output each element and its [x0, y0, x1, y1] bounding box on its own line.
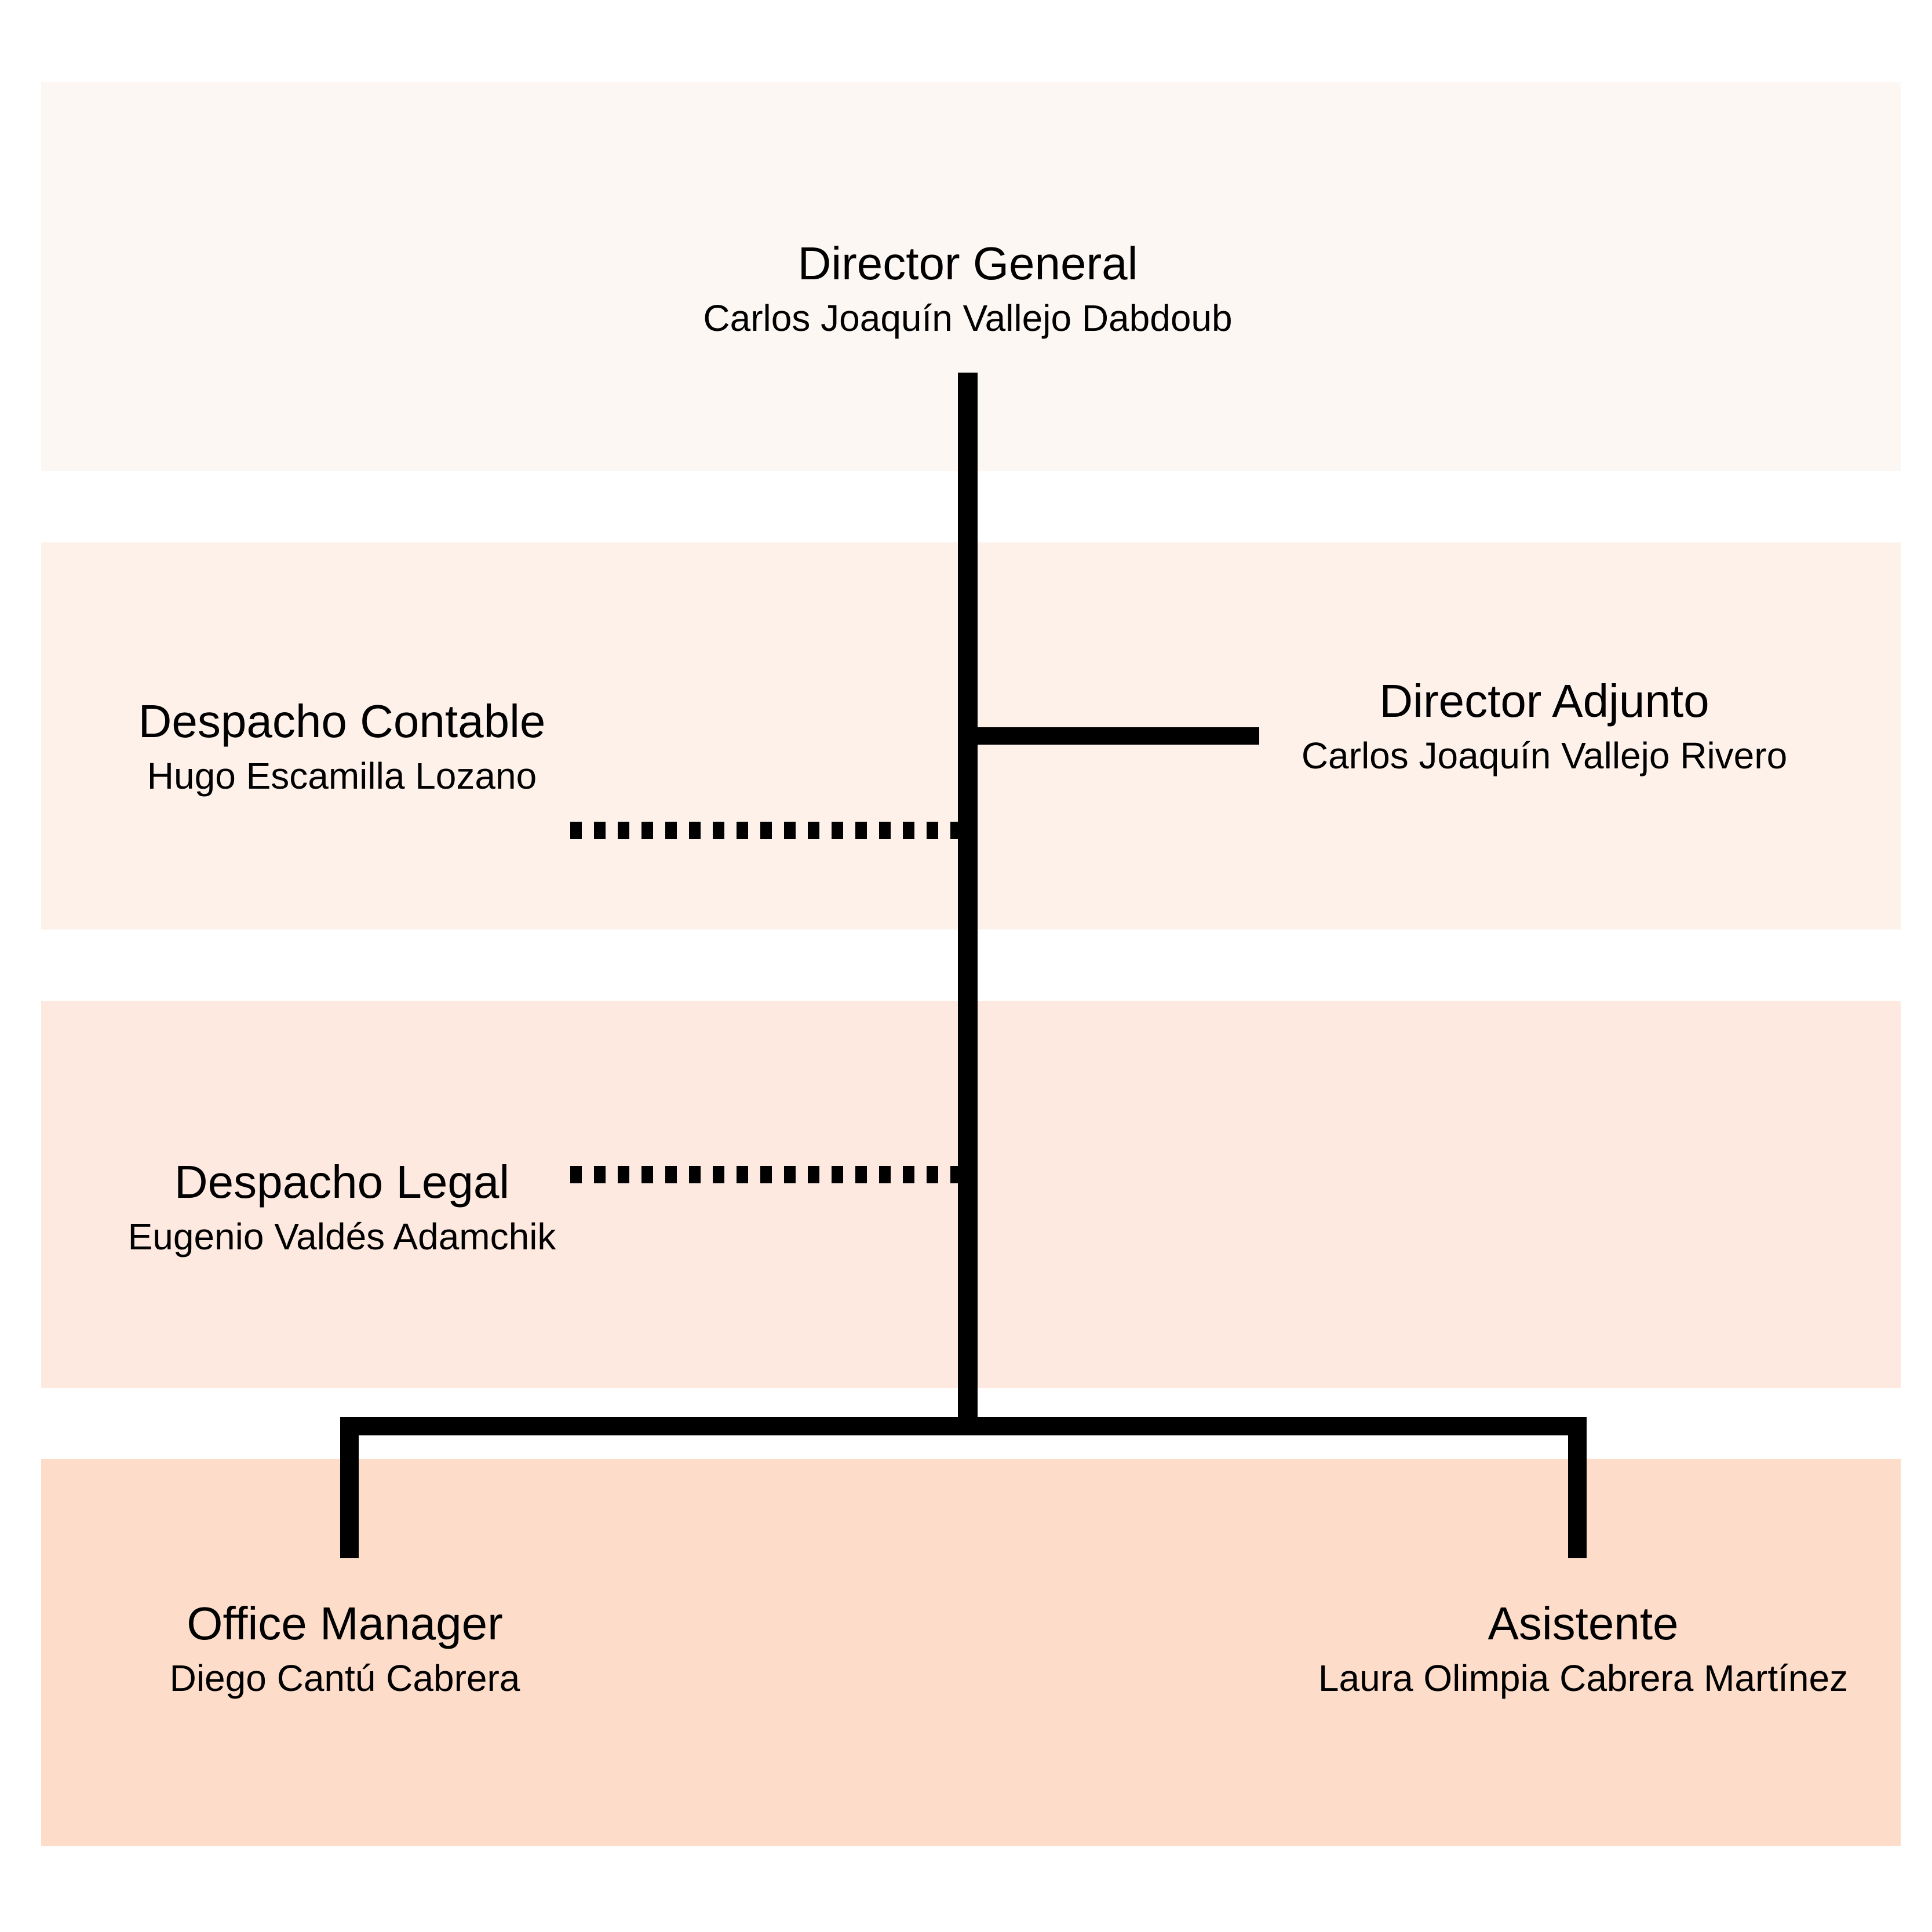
node-office-manager: Office Manager Diego Cantú Cabrera [170, 1601, 520, 1697]
node-despacho-legal: Despacho Legal Eugenio Valdés Adamchik [127, 1156, 556, 1257]
node-director-adjunto: Director Adjunto Carlos Joaquín Vallejo … [1301, 675, 1788, 777]
node-person: Laura Olimpia Cabrera Martínez [1318, 1657, 1849, 1699]
node-person: Carlos Joaquín Vallejo Rivero [1301, 735, 1788, 777]
node-role: Despacho Contable [138, 695, 546, 747]
node-role: Director General [797, 238, 1138, 289]
node-person: Hugo Escamilla Lozano [147, 755, 537, 797]
node-director-general: Director General Carlos Joaquín Vallejo … [703, 240, 1232, 337]
node-person: Eugenio Valdés Adamchik [127, 1216, 556, 1257]
node-person: Diego Cantú Cabrera [169, 1657, 520, 1699]
node-role: Despacho Legal [174, 1156, 510, 1208]
node-despacho-contable: Despacho Contable Hugo Escamilla Lozano [138, 695, 546, 797]
edge-bottom-bracket [340, 1417, 1587, 1558]
node-role: Asistente [1488, 1598, 1679, 1649]
node-role: Director Adjunto [1379, 675, 1709, 727]
node-person: Carlos Joaquín Vallejo Dabdoub [703, 297, 1233, 339]
node-role: Office Manager [187, 1598, 503, 1649]
node-asistente: Asistente Laura Olimpia Cabrera Martínez [1318, 1601, 1848, 1697]
